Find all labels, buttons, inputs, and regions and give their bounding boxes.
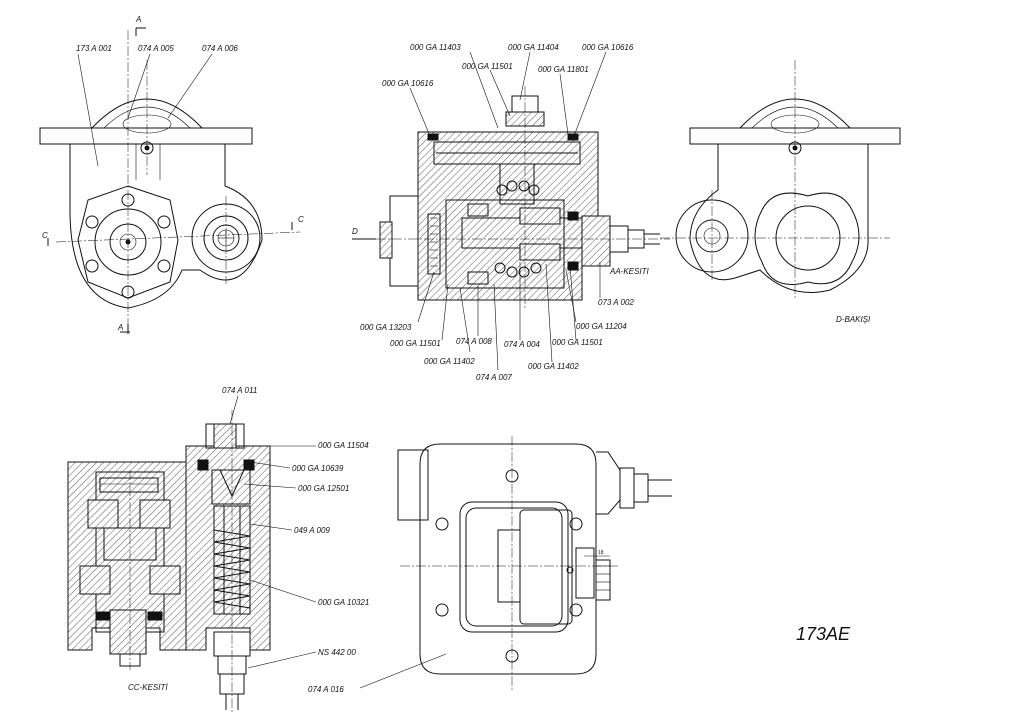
caption-cc-section: CC-KESİTİ bbox=[128, 683, 168, 692]
callout-074a007: 074 A 007 bbox=[476, 373, 512, 382]
callout-000ga13203: 000 GA 13203 bbox=[360, 323, 412, 332]
callout-000ga11402-right: 000 GA 11402 bbox=[528, 362, 579, 371]
callout-000ga11501-top: 000 GA 11501 bbox=[462, 62, 513, 71]
callout-000ga11204: 000 GA 11204 bbox=[576, 322, 627, 331]
cc-section-view: 074 A 011 000 GA 11504 000 GA 10639 000 … bbox=[67, 386, 369, 712]
callout-000ga11501-bottom-right: 000 GA 11501 bbox=[552, 338, 603, 347]
cc-valve-body bbox=[185, 445, 271, 651]
callout-074a006: 074 A 006 bbox=[202, 44, 238, 53]
view-marker-d: D bbox=[352, 227, 358, 236]
side-view: 18 074 A 016 bbox=[308, 436, 672, 694]
caption-d-view: D-BAKIŞI bbox=[836, 315, 871, 324]
drawing-code: 173AE bbox=[796, 624, 851, 644]
callout-000ga11501-bottom-left: 000 GA 11501 bbox=[390, 339, 441, 348]
callout-073a002: 073 A 002 bbox=[598, 298, 634, 307]
callout-000ga10321: 000 GA 10321 bbox=[318, 598, 369, 607]
callout-000ga11403: 000 GA 11403 bbox=[410, 43, 461, 52]
d-view: D-BAKIŞI bbox=[660, 60, 901, 324]
callout-000ga10616-right: 000 GA 10616 bbox=[582, 43, 634, 52]
section-marker-c-left: C bbox=[42, 231, 48, 240]
callout-173a001: 173 A 001 bbox=[76, 44, 112, 53]
callout-074a008: 074 A 008 bbox=[456, 337, 492, 346]
housing-outline bbox=[69, 143, 263, 309]
section-marker-a-top: A bbox=[135, 15, 141, 24]
aa-section-view: D 000 GA 11403 000 GA 11404 000 GA 10616… bbox=[352, 43, 670, 382]
front-view: A A C C 173 A 001 074 A 005 074 A 006 bbox=[39, 15, 304, 334]
callout-049a009: 049 A 009 bbox=[294, 526, 330, 535]
callout-000ga11402-left: 000 GA 11402 bbox=[424, 357, 475, 366]
cc-spring bbox=[213, 529, 251, 609]
callout-000ga11404: 000 GA 11404 bbox=[508, 43, 559, 52]
section-marker-c-right: C bbox=[298, 215, 304, 224]
callout-000ga11504: 000 GA 11504 bbox=[318, 441, 369, 450]
callout-000ga12501: 000 GA 12501 bbox=[298, 484, 349, 493]
caption-aa-section: AA-KESITI bbox=[609, 267, 649, 276]
callout-000ga10616-left: 000 GA 10616 bbox=[382, 79, 434, 88]
callout-074a016: 074 A 016 bbox=[308, 685, 344, 694]
callout-ns44200: NS 442 00 bbox=[318, 648, 356, 657]
callout-074a011: 074 A 011 bbox=[222, 386, 257, 395]
dimension-18: 18 bbox=[598, 550, 604, 556]
section-marker-a-bottom: A bbox=[117, 323, 123, 332]
callout-000ga11801: 000 GA 11801 bbox=[538, 65, 589, 74]
callout-074a005: 074 A 005 bbox=[138, 44, 174, 53]
callout-074a004: 074 A 004 bbox=[504, 340, 540, 349]
callout-000ga10639: 000 GA 10639 bbox=[292, 464, 344, 473]
side-housing bbox=[419, 443, 597, 675]
